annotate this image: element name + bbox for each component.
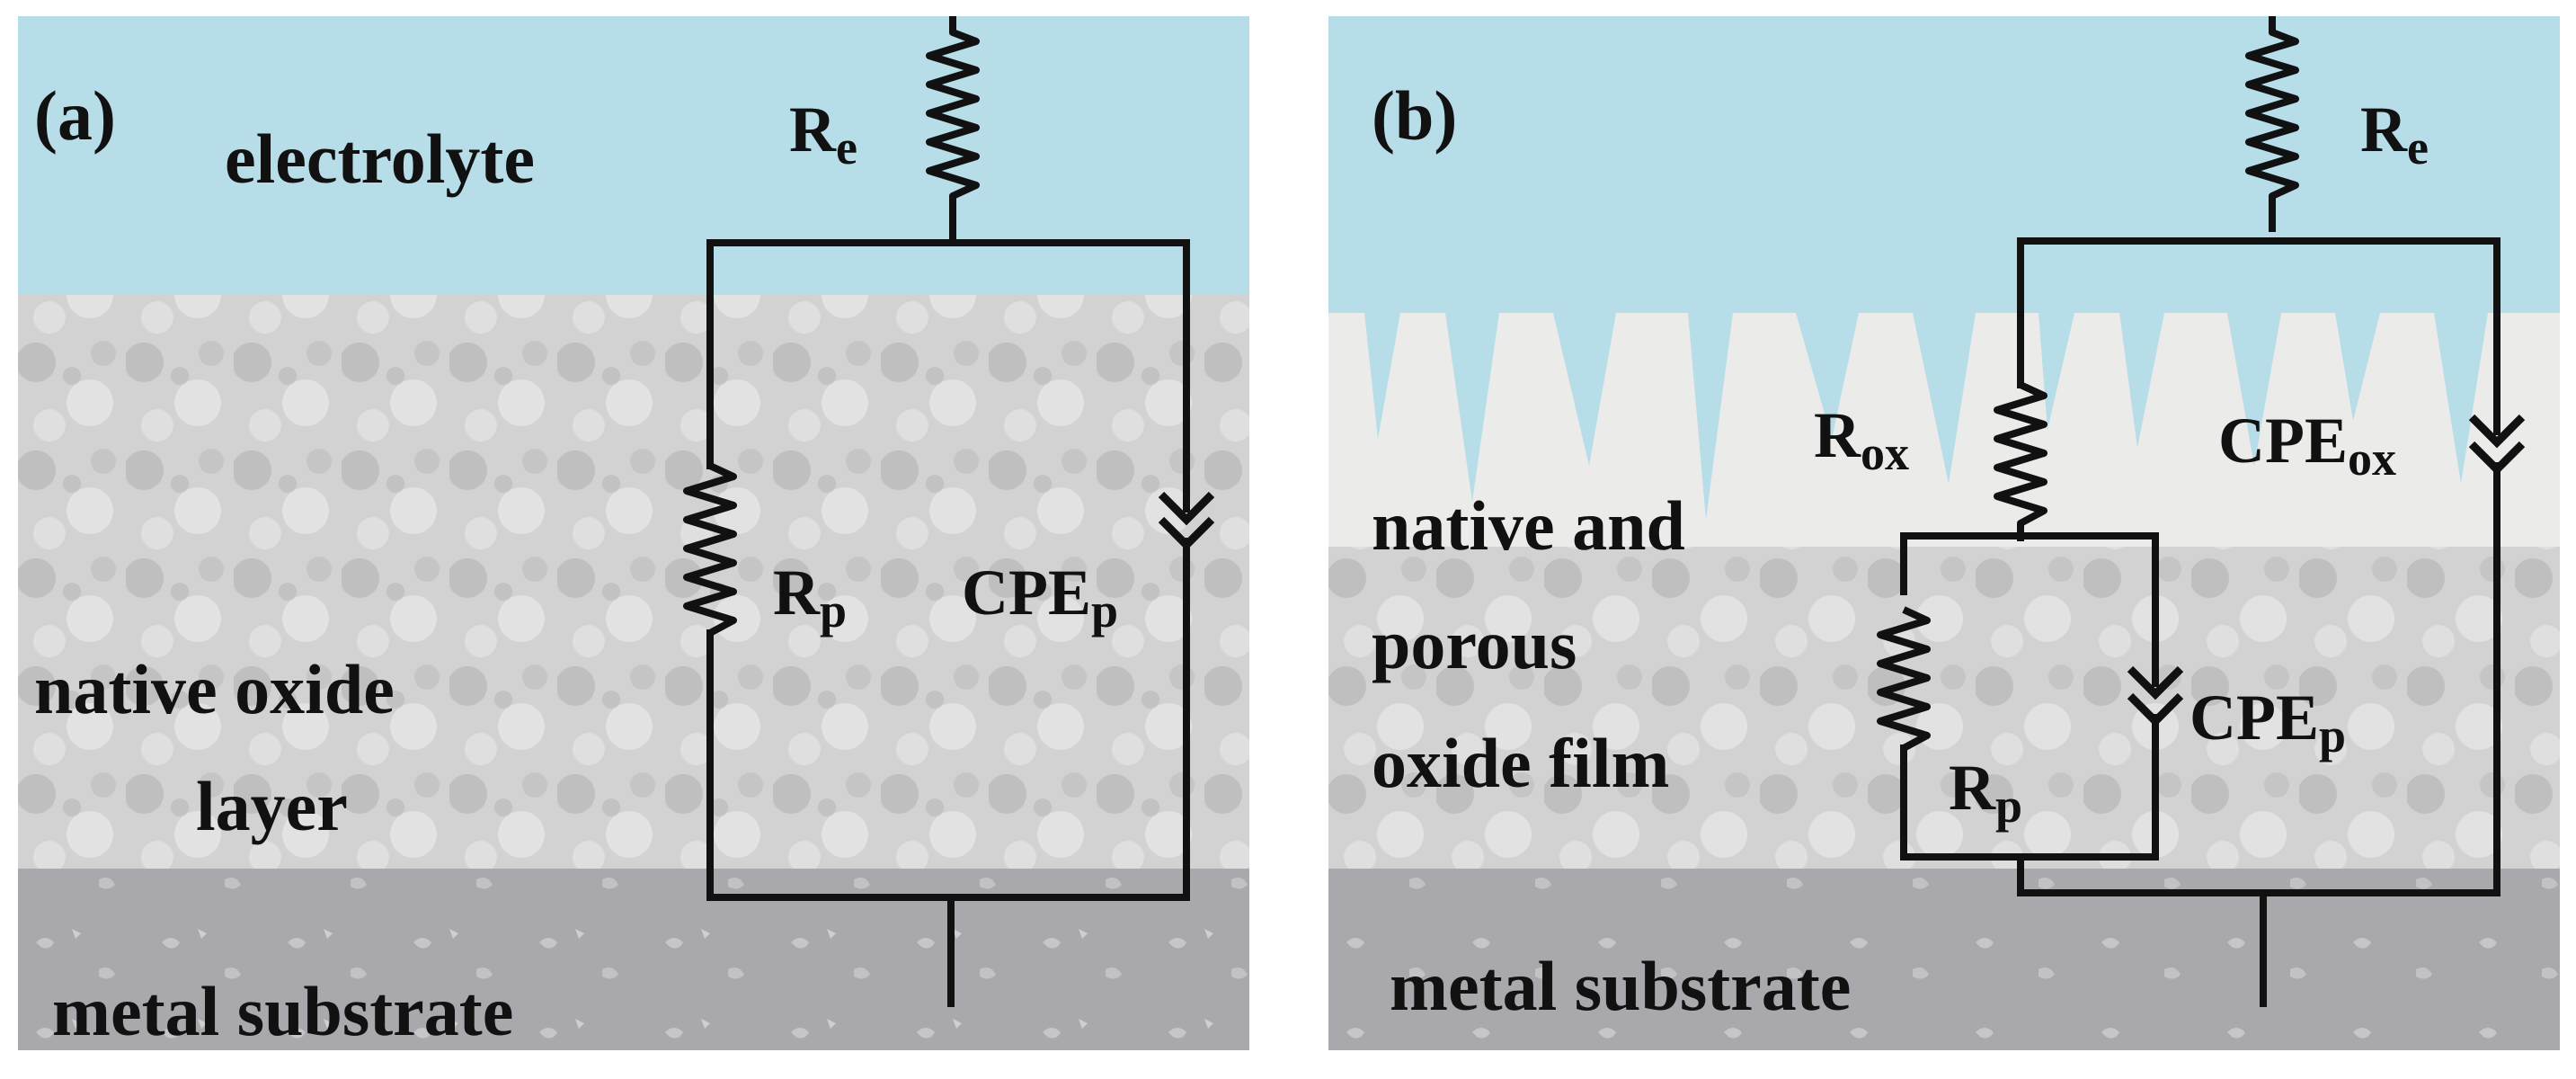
resistor-rp-b — [1877, 606, 1931, 752]
oxide-label-line1: native oxide — [34, 650, 395, 728]
metal-label-a: metal substrate — [52, 972, 514, 1050]
cpe-p-chevron-1 — [1158, 491, 1215, 526]
cpe-p-label-b: CPEp — [2190, 682, 2347, 762]
cpe-ox-chevron-1 — [2468, 414, 2526, 449]
oxide-label-line2: layer — [196, 767, 348, 845]
film-label-line2: porous — [1372, 605, 1577, 683]
resistor-rox — [1994, 381, 2047, 538]
electrolyte-pores — [1328, 286, 2560, 520]
panel-b: (b) Re Rox CPEox CPEp Rp native and poro… — [1328, 16, 2560, 1050]
film-label-line3: oxide film — [1372, 724, 1670, 802]
porous-texture — [1328, 547, 2560, 870]
panel-a: (a) electrolyte Re Rp CPEp native oxide … — [18, 16, 1249, 1050]
panel-a-label: (a) — [34, 76, 116, 155]
cpe-p-chevron-1-b — [2127, 665, 2184, 700]
electrolyte-label: electrolyte — [225, 120, 535, 198]
rp-label: Rp — [773, 557, 848, 638]
re-label-b: Re — [2360, 94, 2429, 174]
oxide-texture — [18, 295, 1249, 869]
resistor-rp — [683, 462, 737, 637]
electrolyte-layer — [18, 16, 1249, 295]
cpe-ox-label: CPEox — [2218, 405, 2396, 486]
electrolyte-layer-b — [1328, 16, 2560, 313]
panel-b-label: (b) — [1372, 76, 1458, 155]
rp-label-b: Rp — [1949, 752, 2023, 833]
cpe-p-label: CPEp — [962, 557, 1119, 638]
re-label: Re — [789, 94, 857, 174]
metal-texture-b — [1328, 869, 2560, 1050]
resistor-re — [926, 16, 980, 234]
metal-label-b: metal substrate — [1390, 947, 1852, 1025]
circuit-b — [1328, 16, 2560, 1050]
resistor-re-b — [2245, 16, 2299, 232]
rox-label: Rox — [1814, 399, 1909, 480]
circuit-a — [18, 16, 1249, 1050]
film-label-line1: native and — [1372, 486, 1685, 565]
